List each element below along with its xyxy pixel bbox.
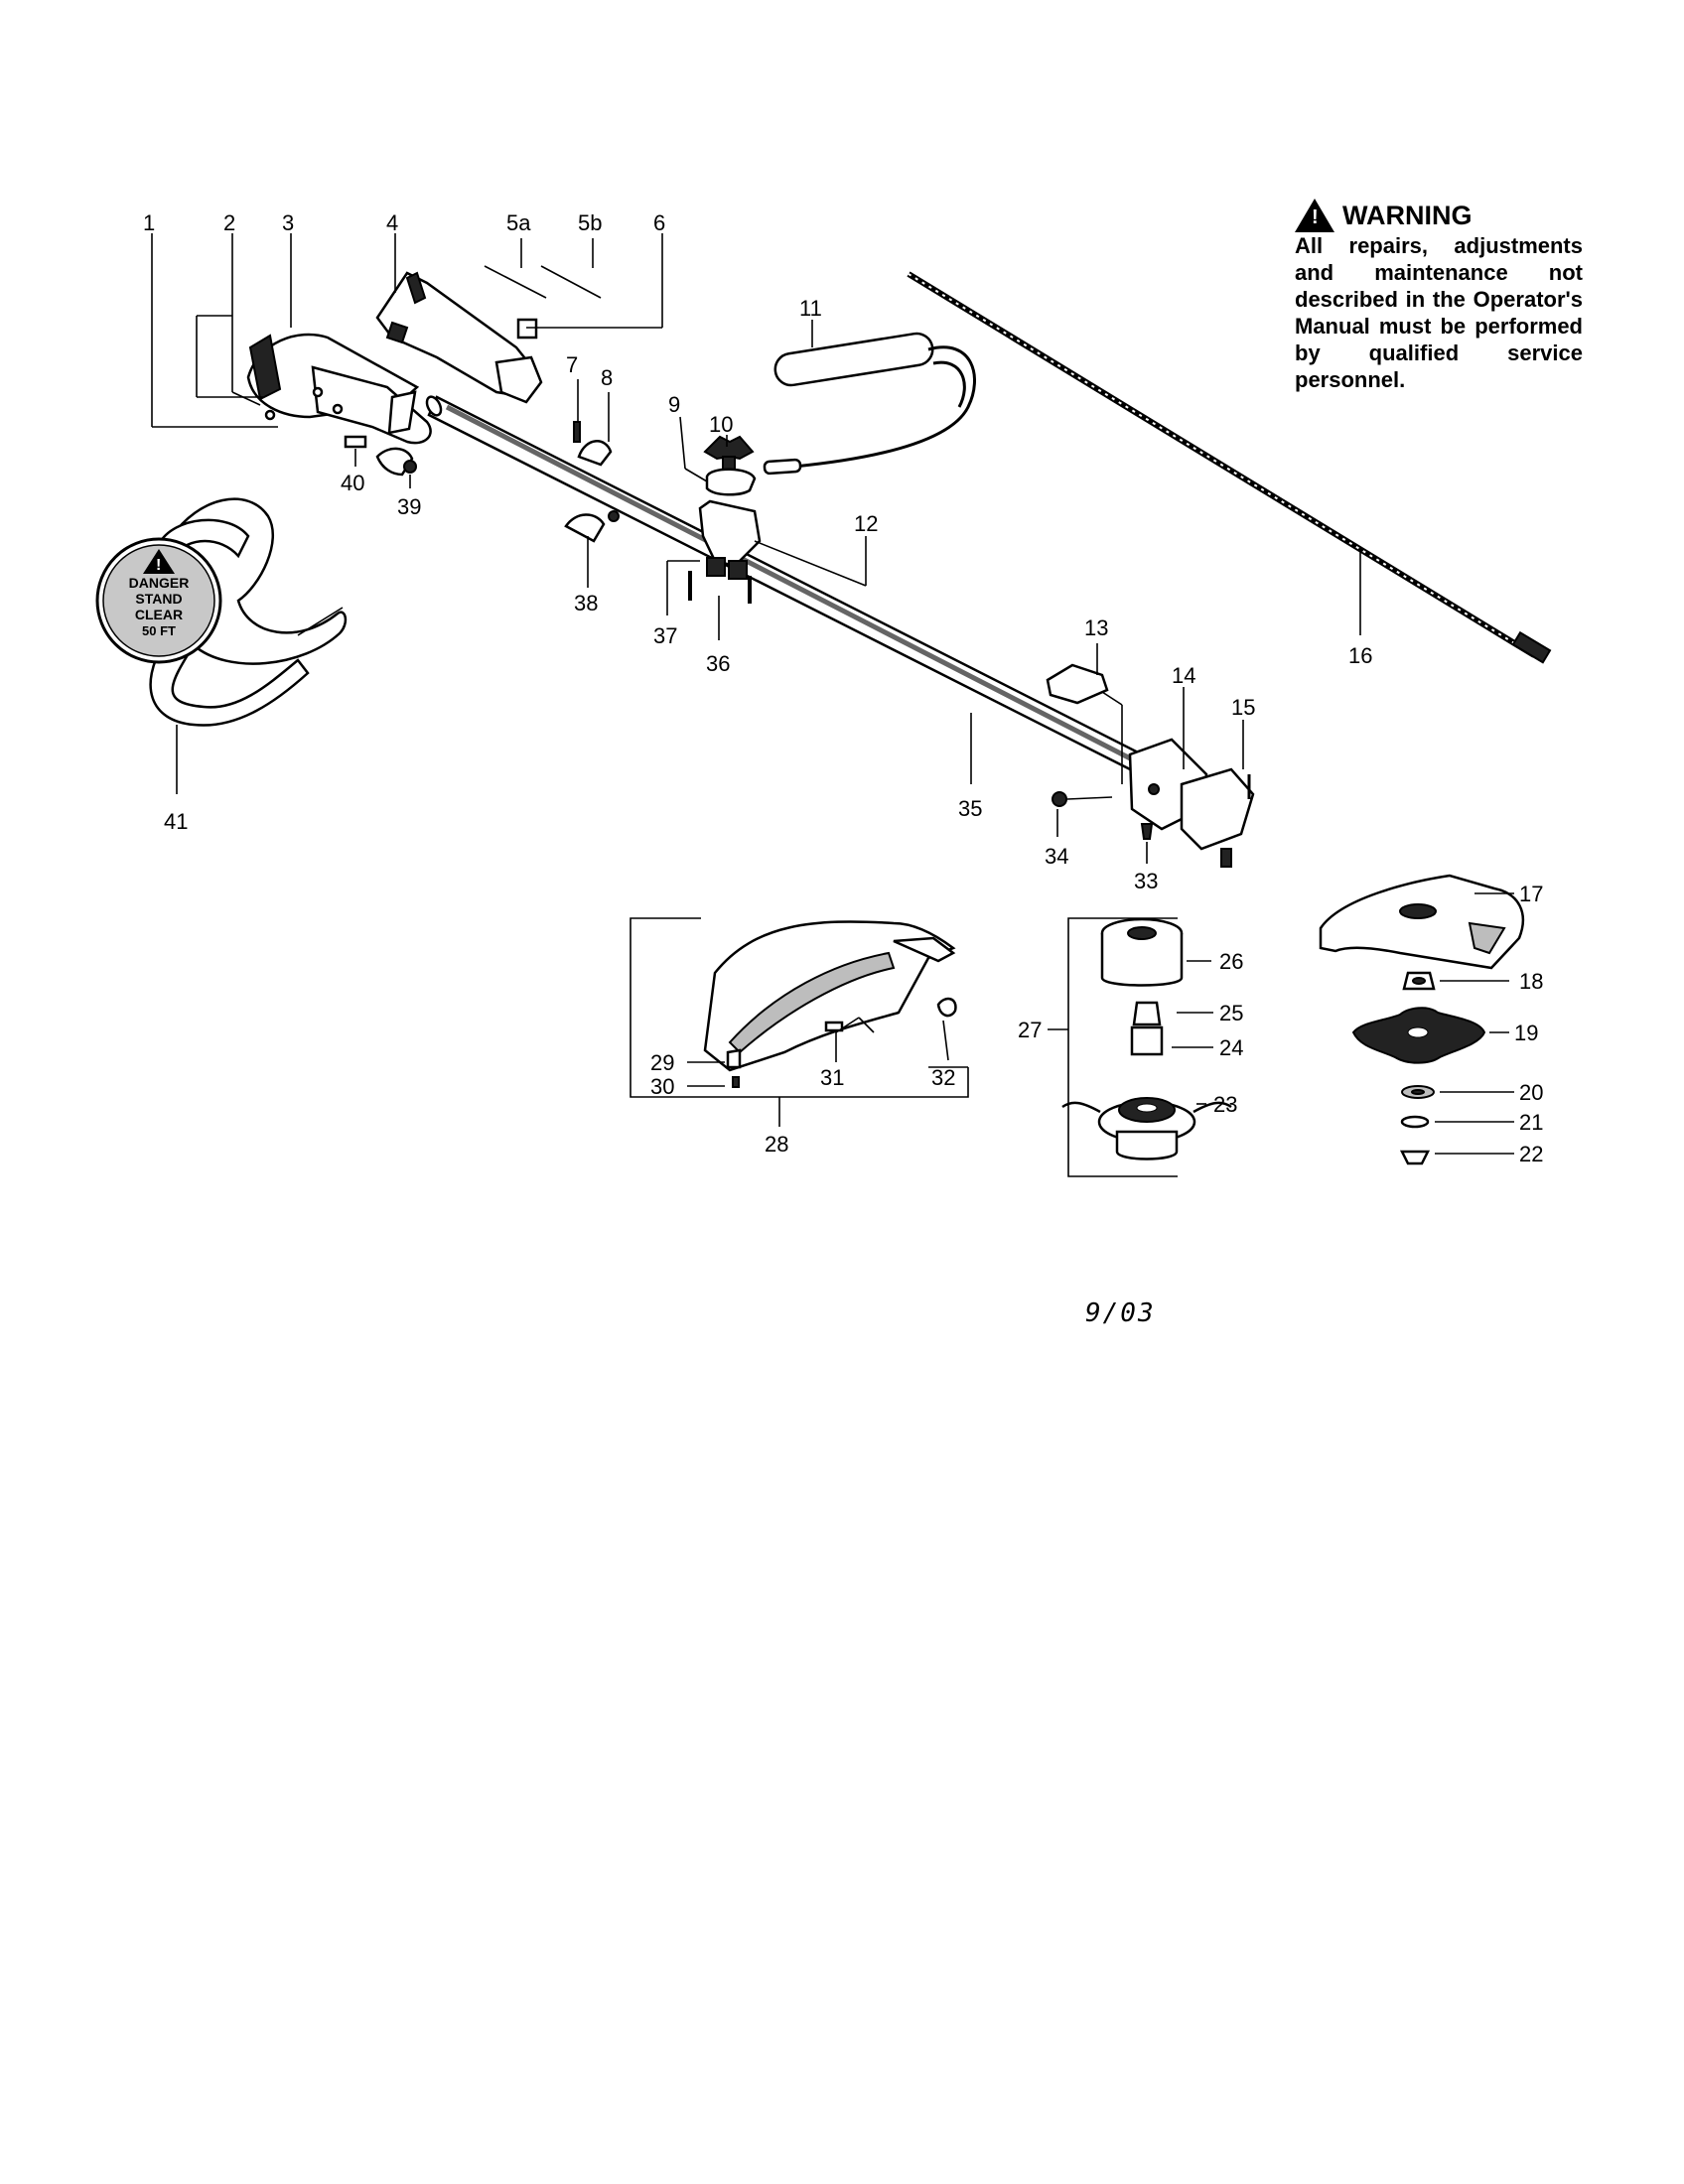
warning-title: WARNING — [1342, 201, 1473, 230]
clamp-38 — [564, 510, 620, 543]
screw-33 — [1140, 823, 1154, 840]
screw-34 — [1052, 791, 1067, 807]
callout-30: 30 — [650, 1074, 674, 1099]
shoulder-harness: ! DANGER STAND CLEAR 50 FT — [95, 497, 348, 727]
callout-12: 12 — [854, 511, 878, 536]
callout-4: 4 — [386, 210, 398, 235]
gear-head — [1046, 663, 1255, 868]
throttle-handle — [246, 333, 432, 445]
clamp-7-8 — [573, 421, 613, 467]
trimmer-head — [1061, 917, 1232, 1160]
callout-32: 32 — [931, 1065, 955, 1090]
callout-9: 9 — [668, 392, 680, 417]
warning-triangle-icon: ! — [1295, 199, 1334, 232]
callout-2: 2 — [223, 210, 235, 235]
callout-22: 22 — [1519, 1142, 1543, 1166]
callout-36: 36 — [706, 651, 730, 676]
svg-text:!: ! — [156, 557, 161, 574]
callout-16: 16 — [1348, 643, 1372, 668]
callout-5a: 5a — [506, 210, 531, 235]
callout-35: 35 — [958, 796, 982, 821]
warning-text: All repairs, adjustments and maintenance… — [1295, 233, 1583, 392]
callout-11: 11 — [799, 296, 822, 321]
guard-assembly — [703, 920, 957, 1088]
callout-25: 25 — [1219, 1001, 1243, 1025]
handle-knob — [703, 435, 757, 496]
callout-15: 15 — [1231, 695, 1255, 720]
callout-27: 27 — [1018, 1018, 1042, 1042]
callout-1: 1 — [143, 210, 155, 235]
date-code: 9/03 — [1085, 1298, 1156, 1328]
callout-6: 6 — [653, 210, 665, 235]
callout-28: 28 — [765, 1132, 788, 1157]
drive-shaft-tube — [425, 395, 1154, 778]
throttle-parts-39-40 — [344, 435, 417, 477]
callout-41: 41 — [164, 809, 188, 834]
callout-3: 3 — [282, 210, 294, 235]
warning-heading: ! WARNING — [1295, 199, 1583, 232]
callout-21: 21 — [1519, 1110, 1543, 1135]
decal-line-1: DANGER — [129, 575, 190, 591]
handle-bracket — [688, 499, 762, 604]
callout-26: 26 — [1219, 949, 1243, 974]
callout-13: 13 — [1084, 615, 1108, 640]
callout-37: 37 — [653, 623, 677, 648]
callout-24: 24 — [1219, 1035, 1243, 1060]
callout-33: 33 — [1134, 869, 1158, 893]
callout-29: 29 — [650, 1050, 674, 1075]
callout-7: 7 — [566, 352, 578, 377]
callout-38: 38 — [574, 591, 598, 615]
decal-line-3: CLEAR — [135, 607, 183, 622]
handle-housing — [375, 271, 543, 404]
callout-10: 10 — [709, 412, 733, 437]
callout-14: 14 — [1172, 663, 1195, 688]
callout-17: 17 — [1519, 882, 1543, 906]
callout-18: 18 — [1519, 969, 1543, 994]
callout-31: 31 — [820, 1065, 844, 1090]
decal-line-4: 50 FT — [142, 623, 176, 638]
callout-39: 39 — [397, 494, 421, 519]
callout-5b: 5b — [578, 210, 602, 235]
blade-assembly — [1319, 874, 1525, 1165]
callout-34: 34 — [1045, 844, 1068, 869]
callout-19: 19 — [1514, 1021, 1538, 1045]
callout-20: 20 — [1519, 1080, 1543, 1105]
warning-notice: ! WARNING All repairs, adjustments and m… — [1295, 199, 1583, 393]
callout-23: 23 — [1213, 1092, 1237, 1117]
callout-8: 8 — [601, 365, 613, 390]
decal-line-2: STAND — [135, 591, 182, 607]
flex-shaft — [907, 271, 1552, 664]
callout-40: 40 — [341, 471, 364, 495]
loop-handle — [763, 332, 976, 476]
